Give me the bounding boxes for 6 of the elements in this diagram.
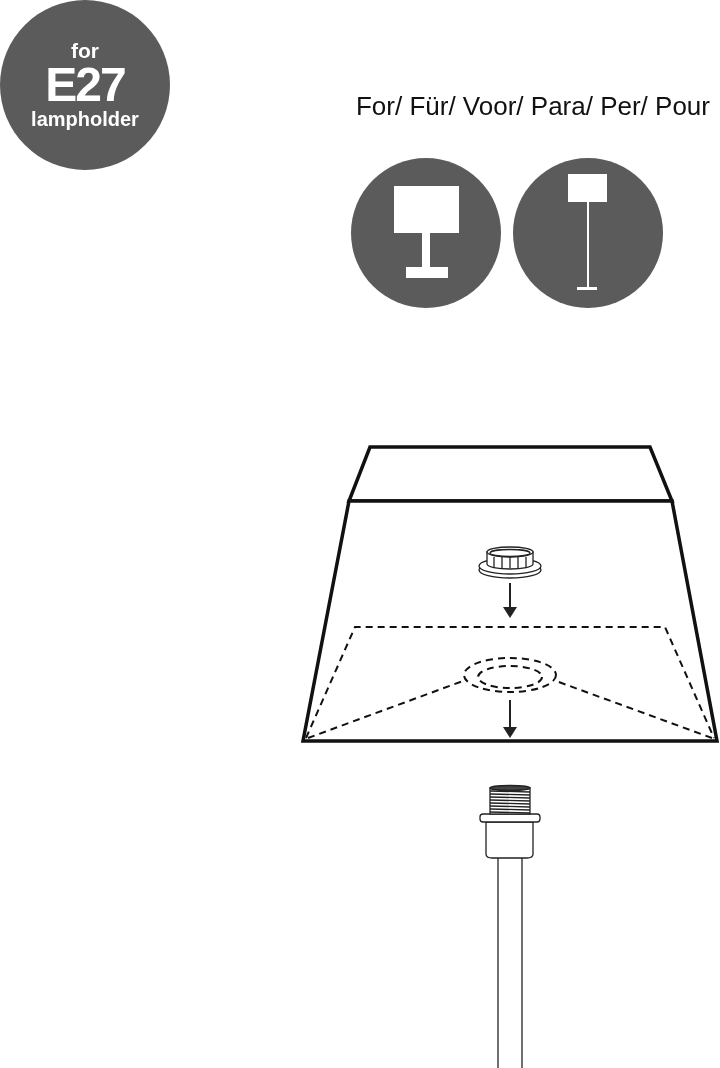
badge-caption: for [71,40,99,63]
badge-heading: E27 [45,60,125,111]
badge-caption: lampholder [31,108,139,130]
language-list: For/ Für/ Voor/ Para/ Per/ Pour [355,91,710,123]
table-lamp-icon [351,158,501,308]
floor-lamp-icon [513,158,663,308]
